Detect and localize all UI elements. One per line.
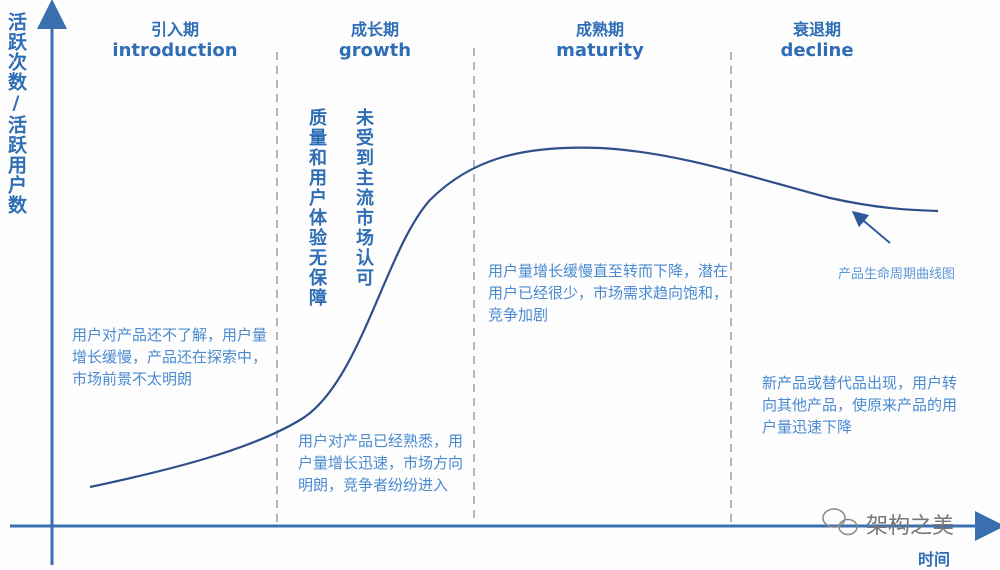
stage-en: maturity <box>556 40 644 61</box>
stage-cn: 引入期 <box>150 20 199 39</box>
stage-en: decline <box>780 40 854 61</box>
stage-en: introduction <box>112 40 238 61</box>
watermark: 架构之美 <box>866 514 955 539</box>
stage-cn: 成熟期 <box>575 20 624 39</box>
stage-desc-decline: 新产品或替代品出现，用户转向其他产品，使原来产品的用户量迅速下降 <box>762 374 958 436</box>
stage-en: growth <box>338 40 412 61</box>
caption-pointer-arrow <box>851 210 891 244</box>
curve-caption: 产品生命周期曲线图 <box>838 267 956 282</box>
stage-header-introduction: 引入期 introduction <box>100 20 250 62</box>
y-axis-label: 活跃次数/活跃用户数 <box>5 12 27 215</box>
stage-cn: 衰退期 <box>792 20 841 39</box>
stage-cn: 成长期 <box>350 20 399 39</box>
growth-note-market: 未受到主流市场认可 <box>353 108 374 288</box>
lifecycle-curve <box>89 146 939 489</box>
stage-desc-introduction: 用户对产品还不了解，用户量增长缓慢，产品还在探索中，市场前景不太明朗 <box>72 326 268 388</box>
growth-note-quality: 质量和用户体验无保障 <box>306 108 327 308</box>
stage-desc-growth: 用户对产品已经熟悉，用户量增长迅速，市场方向明朗，竞争者纷纷进入 <box>298 432 464 494</box>
stage-header-decline: 衰退期 decline <box>742 20 892 62</box>
x-axis-label: 时间 <box>918 550 951 569</box>
wechat-icon <box>822 508 858 536</box>
stage-header-maturity: 成熟期 maturity <box>525 20 675 62</box>
stage-desc-maturity: 用户量增长缓慢直至转而下降，潜在用户已经很少，市场需求趋向饱和，竞争加剧 <box>488 262 729 324</box>
stage-header-growth: 成长期 growth <box>300 20 450 62</box>
